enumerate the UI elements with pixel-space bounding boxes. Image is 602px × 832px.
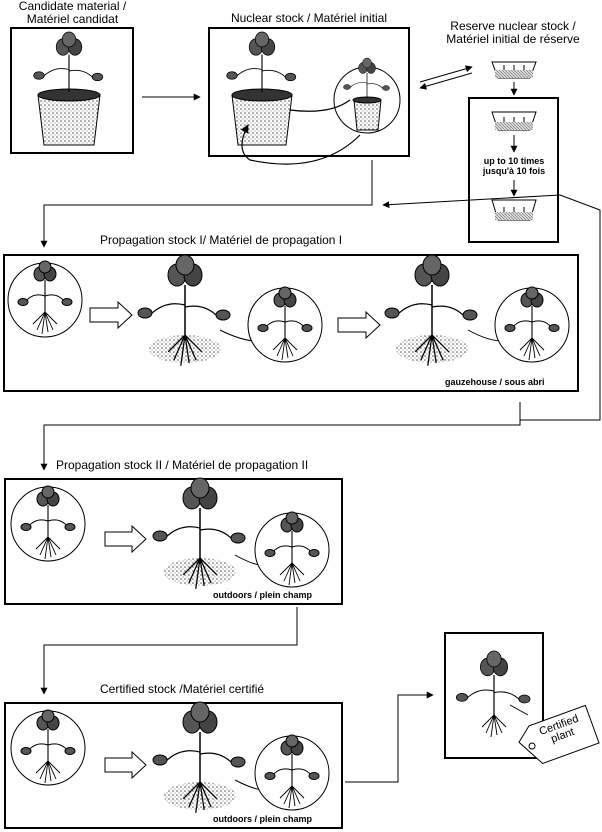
candidate-title-line1: Candidate material / [18,0,127,13]
connector-prop2-to-certified [40,607,298,695]
certified-tag [518,704,600,765]
certified-plant-box [444,632,600,765]
propagation1-title: Propagation stock I/ Matériel de propaga… [100,233,343,247]
candidate-material-box [10,27,134,154]
propagation-stock-2-box [4,478,343,605]
reserve-pot-mid [491,111,537,131]
reserve-repeat-line1: up to 10 times [483,156,545,166]
reserve-join [382,194,561,209]
nuclear-title: Nuclear stock / Matériel initial [230,11,388,25]
reserve-pot-top [491,61,537,79]
propagation2-env: outdoors / plein champ [213,590,313,600]
connector-certified-to-plant [345,691,434,783]
reserve-pot-bottom [491,199,537,221]
runner-loop [242,99,361,165]
candidate-pot-plant [33,31,104,146]
connector-prop1-to-prop2 [40,402,521,471]
reserve-box [468,97,559,243]
certified-stock-box [4,702,343,829]
candidate-title-line2: Matériel candidat [26,12,119,26]
reserve-title-line1: Reserve nuclear stock / [450,19,576,33]
certified-env: outdoors / plein champ [213,814,313,824]
reserve-title-line2: Matériel initial de réserve [446,32,580,46]
reserve-repeat-note: up to 10 times jusqu'à 10 fois [470,156,558,176]
reserve-title: Reserve nuclear stock / Matériel initial… [432,20,594,46]
connector-nuclear-to-prop1 [40,160,373,248]
propagation1-env: gauzehouse / sous abri [445,377,545,387]
propagation-stock-1-box [3,254,579,392]
certified-title: Certified stock /Matériel certifié [100,682,265,696]
candidate-title: Candidate material / Matériel candidat [0,0,145,26]
propagation2-title: Propagation stock II / Matériel de propa… [56,458,309,472]
arrow-reserve-to-nuclear [419,72,473,90]
hollow-arrow [89,300,133,330]
reserve-repeat-line2: jusqu'à 10 fois [482,166,546,176]
nuclear-daughter-pot [343,57,390,131]
nuclear-stock-box [208,27,410,165]
arrow-nuclear-to-reserve [419,65,473,83]
